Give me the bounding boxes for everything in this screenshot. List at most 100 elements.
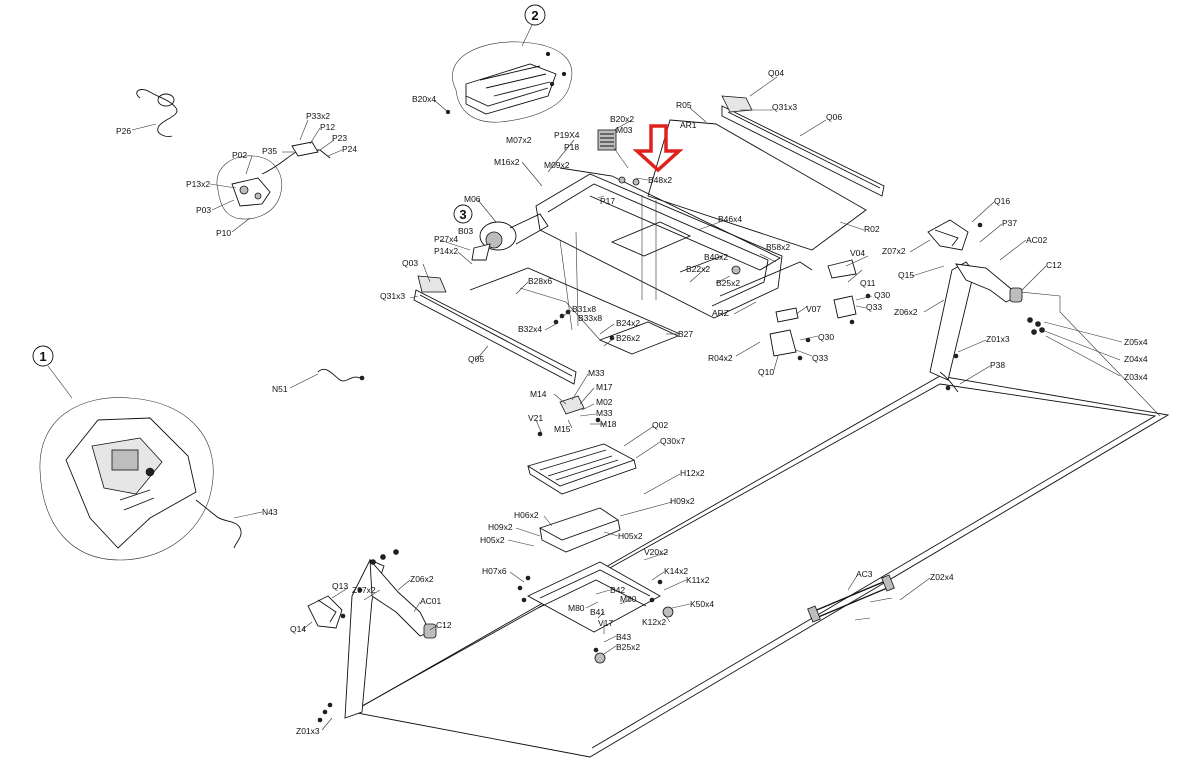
label-AR1: AR1 [680, 120, 697, 130]
label-H06x2: H06x2 [514, 510, 539, 520]
label-P02: P02 [232, 150, 247, 160]
label-Q03: Q03 [402, 258, 418, 268]
label-P27x4: P27x4 [434, 234, 458, 244]
label-V20x2: V20x2 [644, 547, 668, 557]
label-C12-left: C12 [436, 620, 452, 630]
label-B25x2-bottom: B25x2 [616, 642, 640, 652]
label-P14x2: P14x2 [434, 246, 458, 256]
label-M06: M06 [464, 194, 481, 204]
label-P33x2: P33x2 [306, 111, 330, 121]
label-V07: V07 [806, 304, 821, 314]
callout-2-circle [524, 4, 546, 26]
label-ARZ: ARZ [712, 308, 729, 318]
label-P23: P23 [332, 133, 347, 143]
label-M18: M18 [600, 419, 617, 429]
label-AC3: AC3 [856, 569, 873, 579]
label-K14x2: K14x2 [664, 566, 688, 576]
label-Z07x2-right: Z07x2 [882, 246, 906, 256]
label-M33-b: M33 [596, 408, 613, 418]
label-M02: M02 [596, 397, 613, 407]
motor-cover-plate [469, 267, 681, 355]
label-C12-right: C12 [1046, 260, 1062, 270]
label-H09x2-left: H09x2 [488, 522, 513, 532]
label-M17: M17 [596, 382, 613, 392]
label-Q30x7: Q30x7 [660, 436, 685, 446]
label-V04: V04 [850, 248, 865, 258]
label-Q33-top: Q33 [866, 302, 882, 312]
callout-3-marker: 3 [453, 204, 473, 224]
label-H09x2-right: H09x2 [670, 496, 695, 506]
label-Q13: Q13 [332, 581, 348, 591]
label-Z06x2-right: Z06x2 [894, 307, 918, 317]
part-labels: Q04 R05 Q31x3 AR1 Q06 B20x2 M03 P19X4 M0… [116, 68, 1148, 736]
crossbar-ac3 [807, 574, 895, 623]
label-Q16: Q16 [994, 196, 1010, 206]
left-upright-assembly [307, 549, 437, 723]
label-Z06x2-left: Z06x2 [410, 574, 434, 584]
label-M14: M14 [530, 389, 547, 399]
label-P26: P26 [116, 126, 131, 136]
cable-p38 [939, 371, 959, 393]
label-R02: R02 [864, 224, 880, 234]
label-B46x4: B46x4 [718, 214, 742, 224]
label-B25x2-top: B25x2 [716, 278, 740, 288]
label-P38: P38 [990, 360, 1005, 370]
label-M80-a: M80 [620, 594, 637, 604]
label-N43: N43 [262, 507, 278, 517]
label-Q31x3-left: Q31x3 [380, 291, 405, 301]
wire-n51 [317, 368, 365, 382]
callout-p-group [136, 89, 331, 220]
label-Q31x3-top: Q31x3 [772, 102, 797, 112]
label-P35: P35 [262, 146, 277, 156]
label-Z05x4: Z05x4 [1124, 337, 1148, 347]
label-M07x2: M07x2 [506, 135, 532, 145]
label-Q11: Q11 [860, 278, 876, 288]
label-P24: P24 [342, 144, 357, 154]
label-B33x8: B33x8 [578, 313, 602, 323]
label-B20x2: B20x2 [610, 114, 634, 124]
highlight-arrow [632, 124, 684, 173]
label-Z03x4: Z03x4 [1124, 372, 1148, 382]
label-Q04: Q04 [768, 68, 784, 78]
label-K12x2: K12x2 [642, 617, 666, 627]
label-Z02x4: Z02x4 [930, 572, 954, 582]
label-B43: B43 [616, 632, 631, 642]
label-Q30-top: Q30 [874, 290, 890, 300]
label-Z01x3-left: Z01x3 [296, 726, 320, 736]
deck-and-frame [535, 119, 867, 331]
label-P19X4: P19X4 [554, 130, 580, 140]
label-B41: B41 [590, 607, 605, 617]
label-AC02: AC02 [1026, 235, 1048, 245]
callout-3-number: 3 [459, 207, 466, 222]
label-B03: B03 [458, 226, 473, 236]
leader-lines [131, 76, 1123, 731]
red-down-arrow-icon [632, 124, 684, 173]
base-frame-outline [350, 289, 1170, 758]
label-B26x2: B26x2 [616, 333, 640, 343]
label-M80-b: M80 [568, 603, 585, 613]
callout-1-number: 1 [39, 349, 46, 364]
label-M15: M15 [554, 424, 571, 434]
label-B22x2: B22x2 [686, 264, 710, 274]
label-AC01: AC01 [420, 596, 442, 606]
label-H05x2-right: H05x2 [618, 531, 643, 541]
label-R05: R05 [676, 100, 692, 110]
label-B42: B42 [610, 585, 625, 595]
label-Q10: Q10 [758, 367, 774, 377]
label-K11x2: K11x2 [686, 575, 710, 585]
label-H12x2: H12x2 [680, 468, 705, 478]
label-Q33-mid: Q33 [812, 353, 828, 363]
controller-assembly [526, 395, 637, 553]
motor-assembly [471, 213, 549, 261]
label-P03: P03 [196, 205, 211, 215]
label-P12: P12 [320, 122, 335, 132]
callout-1-console: 1 [32, 345, 242, 561]
label-B40x2: B40x2 [704, 252, 728, 262]
base-legs [517, 561, 674, 664]
label-B28x6: B28x6 [528, 276, 552, 286]
label-V17: V17 [598, 618, 613, 628]
label-B48x2: B48x2 [648, 175, 672, 185]
label-P17: P17 [600, 196, 615, 206]
label-B31x8: B31x8 [572, 304, 596, 314]
